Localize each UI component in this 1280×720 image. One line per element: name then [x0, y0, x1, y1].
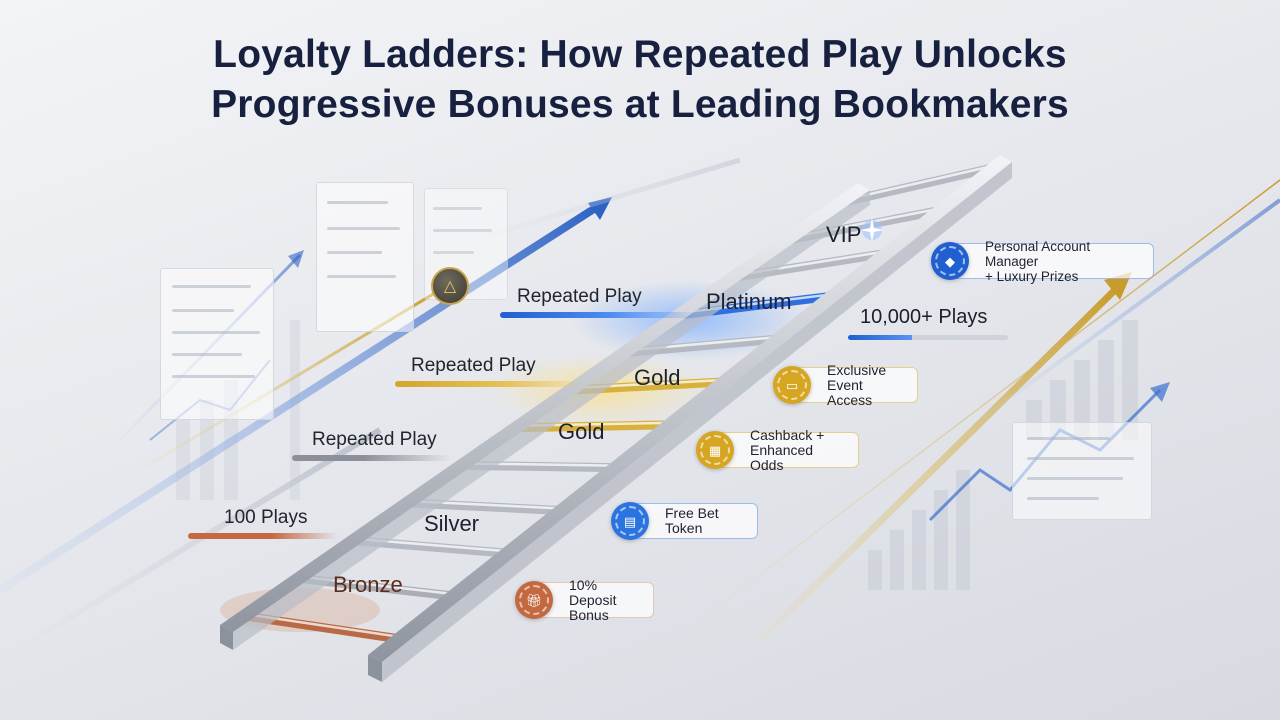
title-line-2: Progressive Bonuses at Leading Bookmaker…	[211, 83, 1069, 126]
progress-bar-silver	[292, 455, 452, 461]
milestone-plays: 10,000+ Plays	[860, 306, 988, 328]
reward-card-deposit-bonus: 🎁︎ 10% Deposit Bonus	[515, 577, 654, 622]
reward-card-account-manager: ◆ Personal Account Manager + Luxury Priz…	[931, 239, 1154, 284]
reward-text: Exclusive Event Access	[827, 361, 887, 408]
progress-label-repeated-play-gold: Repeated Play	[411, 355, 536, 376]
progress-bar-platinum	[500, 312, 700, 318]
reward-card-cashback: ▦ Cashback + Enhanced Odds	[696, 427, 859, 472]
progress-label-repeated-play-silver: Repeated Play	[312, 429, 437, 450]
ladder-rung-highlight	[846, 165, 992, 201]
reward-text: Personal Account Manager + Luxury Prizes	[985, 238, 1091, 284]
vip-sparkle-icon	[860, 218, 884, 242]
ladder-rails	[220, 155, 1012, 682]
document-icon	[1012, 422, 1152, 520]
tier-silver: Silver	[424, 511, 480, 536]
tier-vip: VIP	[826, 222, 862, 247]
ticket-icon: ▭	[773, 366, 811, 404]
reward-card-free-bet: ▤ Free Bet Token	[611, 502, 758, 540]
reward-text: 10% Deposit Bonus	[569, 576, 617, 623]
document-icon	[160, 268, 274, 420]
page-title: Loyalty Ladders: How Repeated Play Unloc…	[0, 30, 1280, 130]
progress-label-100-plays: 100 Plays	[224, 507, 308, 528]
milestone-progress-fill	[848, 335, 912, 340]
title-line-1: Loyalty Ladders: How Repeated Play Unloc…	[213, 33, 1067, 76]
reward-text: Free Bet Token	[665, 505, 719, 536]
gift-icon: 🎁︎	[515, 581, 553, 619]
triangle-badge-icon: △	[431, 267, 469, 305]
tier-platinum: Platinum	[706, 289, 792, 314]
document-icon	[316, 182, 414, 332]
background-bar-chart-right	[868, 320, 1138, 590]
cash-icon: ▦	[696, 431, 734, 469]
milestone-progress-bar	[848, 335, 1008, 340]
ladder-rung	[843, 164, 995, 206]
tier-bronze: Bronze	[333, 572, 403, 597]
progress-label-repeated-play-platinum: Repeated Play	[517, 286, 642, 307]
diamond-icon: ◆	[931, 242, 969, 280]
ticket-icon: ▤	[611, 502, 649, 540]
tier-gold-upper: Gold	[634, 365, 681, 390]
reward-card-event-access: ▭ Exclusive Event Access	[773, 362, 918, 407]
reward-text: Cashback + Enhanced Odds	[750, 426, 825, 473]
progress-bar-gold	[395, 381, 585, 387]
progress-bar-bronze	[188, 533, 338, 539]
tier-gold-lower: Gold	[558, 419, 605, 444]
